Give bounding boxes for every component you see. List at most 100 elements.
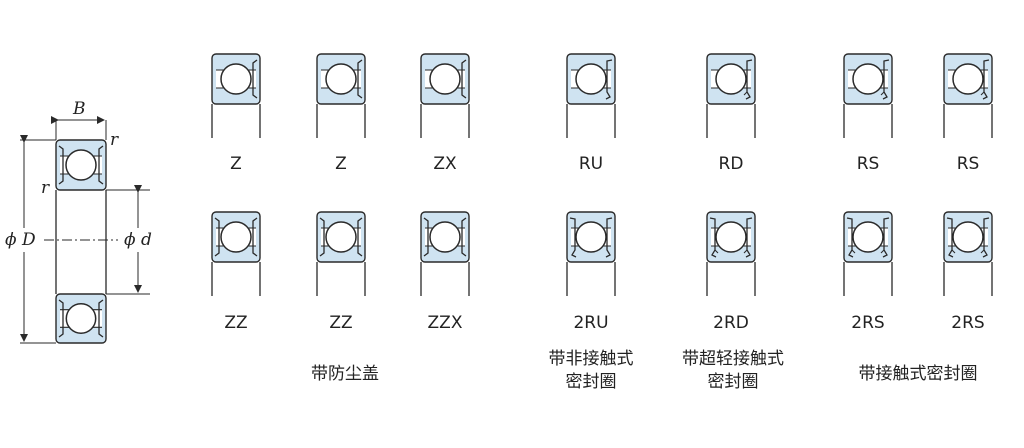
shield-plate bbox=[357, 217, 363, 257]
seal-contact-lip bbox=[951, 249, 956, 254]
variant-label: 2RS bbox=[951, 313, 985, 333]
seal-contact-lip bbox=[743, 91, 748, 96]
bearing-icon bbox=[943, 53, 993, 105]
variant-label: ZZ bbox=[329, 313, 353, 333]
bearing-outline bbox=[706, 262, 756, 296]
ball bbox=[715, 221, 747, 253]
caption-shield: 带防尘盖 bbox=[311, 363, 379, 386]
shield-plate bbox=[58, 299, 64, 338]
bearing-icon bbox=[566, 53, 616, 105]
ball bbox=[429, 63, 461, 95]
bearing-outline bbox=[316, 104, 366, 138]
variant-label: 2RS bbox=[851, 313, 885, 333]
shield-plate bbox=[214, 217, 220, 257]
caption-noncontact-seal: 带非接触式 密封圈 bbox=[549, 348, 634, 394]
seal-contact-lip bbox=[851, 249, 856, 254]
shield-plate bbox=[357, 59, 363, 99]
bearing-icon bbox=[943, 211, 993, 263]
seal-contact-lip bbox=[980, 249, 985, 254]
variant-label: RS bbox=[956, 154, 980, 174]
variant-label: RD bbox=[718, 154, 744, 174]
ball bbox=[952, 63, 984, 95]
bearing-outline bbox=[843, 104, 893, 138]
seal-contact-lip bbox=[880, 91, 885, 96]
seal-contact-lip bbox=[743, 249, 748, 254]
ball bbox=[65, 303, 97, 334]
cross-section-upper-half bbox=[55, 139, 107, 191]
ball bbox=[852, 221, 884, 253]
shield-plate bbox=[252, 217, 258, 257]
variant-label: ZX bbox=[433, 154, 457, 174]
bearing-icon bbox=[55, 293, 107, 344]
ball bbox=[325, 221, 357, 253]
caption-line: 带防尘盖 bbox=[311, 364, 379, 384]
bearing-outline bbox=[420, 104, 470, 138]
bearing-icon bbox=[420, 53, 470, 105]
bearing-icon bbox=[706, 53, 756, 105]
shield-plate bbox=[98, 299, 104, 338]
bearing-icon bbox=[420, 211, 470, 263]
variant-label: ZZX bbox=[427, 313, 463, 333]
variant-icons bbox=[211, 53, 993, 296]
cross-section-lower-half bbox=[55, 293, 107, 344]
ball bbox=[65, 149, 97, 181]
caption-line: 带非接触式 bbox=[548, 349, 634, 369]
bearing-icon bbox=[843, 53, 893, 105]
bearing-outline bbox=[706, 104, 756, 138]
bearing-icon bbox=[843, 211, 893, 263]
shield-plate bbox=[461, 217, 467, 257]
bearing-outline bbox=[566, 104, 616, 138]
bearing-icon bbox=[316, 211, 366, 263]
radius-label-side: r bbox=[41, 178, 50, 198]
cross-section-drawing bbox=[20, 116, 150, 344]
seal-contact-lip bbox=[714, 249, 719, 254]
ball bbox=[325, 63, 357, 95]
bearing-outline bbox=[843, 262, 893, 296]
variant-label: Z bbox=[230, 154, 242, 174]
bearing-outline bbox=[211, 262, 261, 296]
seal-contact-lip bbox=[980, 91, 985, 96]
shield-plate bbox=[98, 145, 104, 185]
caption-contact-seal: 带接触式密封圈 bbox=[859, 363, 978, 386]
bearing-outline bbox=[943, 104, 993, 138]
ball bbox=[220, 221, 252, 253]
seal-contact-lip bbox=[880, 249, 885, 254]
bearing-icon bbox=[55, 139, 107, 191]
seal-lip bbox=[605, 217, 613, 258]
variant-label: 2RD bbox=[713, 313, 749, 333]
variant-label: RS bbox=[856, 154, 880, 174]
ball bbox=[575, 63, 607, 95]
inner-diameter-label: ϕ d bbox=[124, 230, 152, 250]
bearing-icon bbox=[211, 53, 261, 105]
bearing-outline bbox=[211, 104, 261, 138]
variant-label: 2RU bbox=[573, 313, 609, 333]
bearing-outline bbox=[420, 262, 470, 296]
caption-line: 带超轻接触式 bbox=[682, 349, 784, 369]
variant-label: ZZ bbox=[224, 313, 248, 333]
ball bbox=[715, 63, 747, 95]
shield-plate bbox=[423, 217, 429, 257]
shield-plate bbox=[58, 145, 64, 185]
caption-line: 密封圈 bbox=[707, 371, 759, 392]
bearing-icon bbox=[211, 211, 261, 263]
ball bbox=[429, 221, 461, 253]
shield-plate bbox=[461, 59, 467, 99]
ball bbox=[575, 221, 607, 253]
seal-lip bbox=[605, 59, 613, 100]
ball bbox=[220, 63, 252, 95]
caption-line: 密封圈 bbox=[565, 371, 617, 392]
width-label-b: B bbox=[73, 99, 86, 119]
bearing-icon bbox=[566, 211, 616, 263]
bearing-icon bbox=[706, 211, 756, 263]
bearing-outline bbox=[943, 262, 993, 296]
seal-lip bbox=[569, 217, 577, 258]
outer-diameter-label: ϕ D bbox=[5, 230, 36, 250]
variant-label: Z bbox=[335, 154, 347, 174]
variant-label: RU bbox=[578, 154, 604, 174]
shield-plate bbox=[319, 217, 325, 257]
bearing-icon bbox=[316, 53, 366, 105]
caption-light-contact-seal: 带超轻接触式 密封圈 bbox=[682, 348, 784, 394]
bearing-outline bbox=[316, 262, 366, 296]
